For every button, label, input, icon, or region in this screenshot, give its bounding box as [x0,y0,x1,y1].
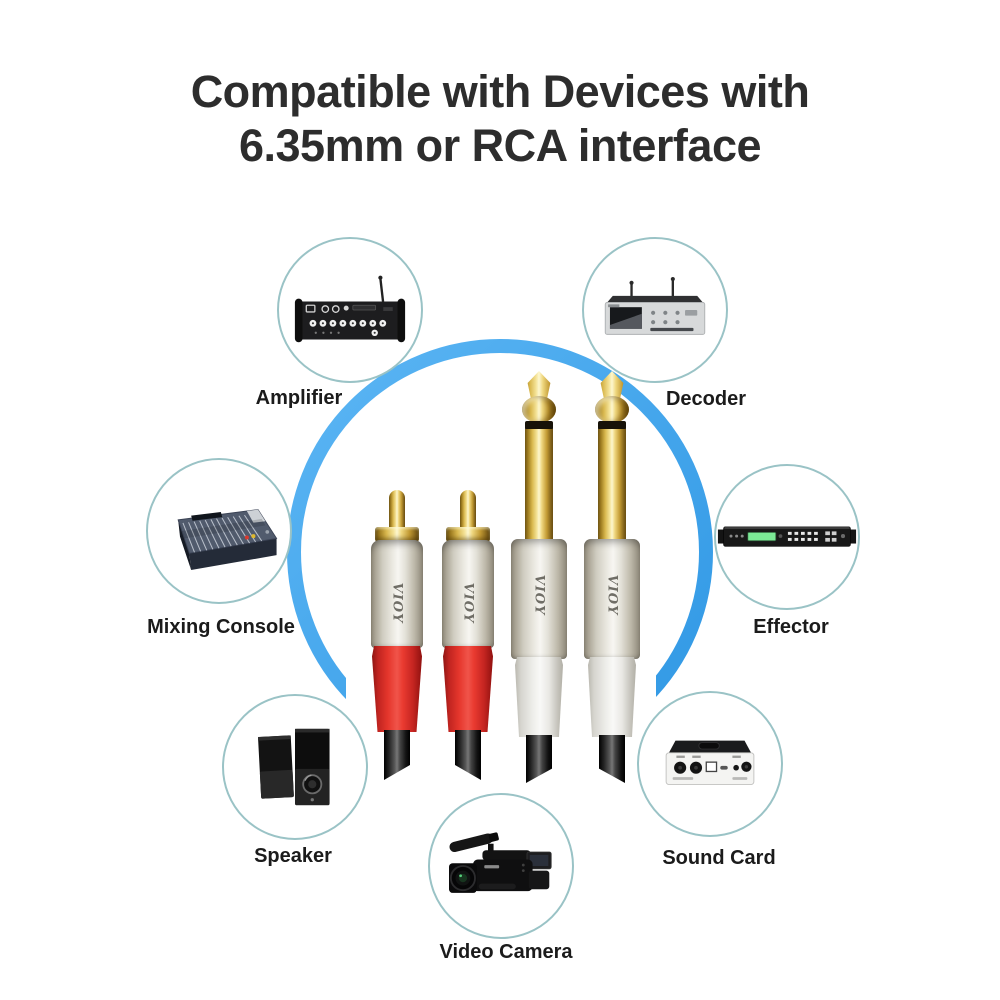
brand-logo-text: VIOY [531,575,547,616]
ts-barrel: VIOY [511,539,567,659]
ts-tip-ball [595,396,629,423]
rca-barrel: VIOY [371,540,423,648]
rca-collar [375,527,419,542]
rca-collar [446,527,490,542]
ts-insulator-ring [525,421,553,430]
brand-logo-text: VIOY [460,582,476,624]
mixing-console-circle [146,458,292,604]
effector-circle [714,464,860,610]
decoder-label: Decoder [665,388,747,410]
rca-connector-left: VIOY [371,490,423,790]
decoder-circle [582,237,728,383]
ts-white-boot [588,657,636,737]
ts-635mm-connector-right: VIOY [584,371,640,786]
cable-stub [384,730,410,780]
effector-device-image [717,526,857,547]
speaker-device-image [257,728,330,806]
brand-logo-text: VIOY [604,575,620,616]
sound-card-device-image [665,740,755,785]
video-camera-label: Video Camera [439,941,573,963]
amplifier-label: Amplifier [255,387,343,409]
sound-card-label: Sound Card [662,847,776,869]
amplifier-device-image [294,275,406,343]
cable-stub [599,735,625,783]
effector-label: Effector [753,616,829,638]
mixing-console-label: Mixing Console [147,616,295,638]
cable-stub [455,730,481,780]
page-title-line-2: 6.35mm or RCA interface [238,120,762,171]
cable-stub [526,735,552,783]
rca-red-boot [372,646,422,732]
video-camera-circle [428,793,574,939]
video-camera-device-image [449,832,552,893]
ts-shaft [525,429,553,541]
speaker-label: Speaker [254,845,332,867]
speaker-circle [222,694,368,840]
brand-logo-text: VIOY [389,582,405,624]
ts-tip-cone [600,371,624,401]
ts-white-boot [515,657,563,737]
rca-connector-right: VIOY [442,490,494,790]
rca-pin [460,490,476,532]
rca-red-boot [443,646,493,732]
sound-card-circle [637,691,783,837]
ts-barrel: VIOY [584,539,640,659]
ts-tip-cone [527,371,551,401]
ts-insulator-ring [598,421,626,430]
ts-tip-ball [522,396,556,423]
decoder-device-image [604,276,706,335]
mixing-console-device-image [177,509,278,570]
rca-barrel: VIOY [442,540,494,648]
rca-pin [389,490,405,532]
ts-shaft [598,429,626,541]
page-title-line-1: Compatible with Devices with [190,66,810,117]
amplifier-circle [277,237,423,383]
ts-635mm-connector-left: VIOY [511,371,567,786]
